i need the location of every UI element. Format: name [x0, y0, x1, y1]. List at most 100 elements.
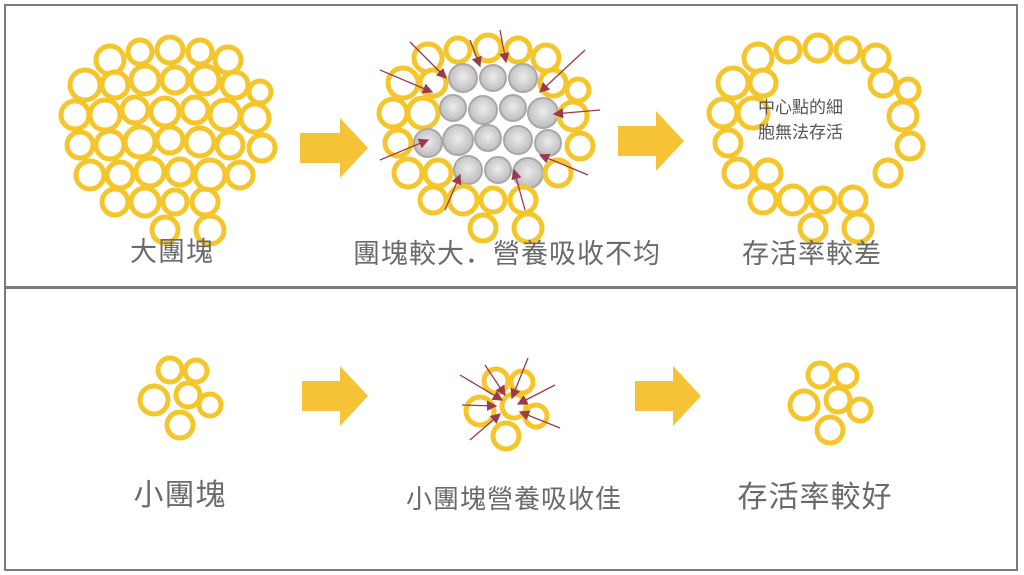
cell	[833, 35, 863, 65]
cell	[537, 67, 569, 99]
cell	[886, 99, 920, 133]
caption-good-absorption: 小團塊營養吸收佳	[405, 485, 623, 515]
nutrient-arrow	[510, 357, 529, 400]
nutrient-arrow	[379, 138, 430, 161]
cell	[478, 185, 508, 215]
cell	[154, 124, 186, 156]
cell	[238, 101, 272, 135]
cell	[773, 35, 803, 65]
cell	[160, 187, 190, 217]
cell	[542, 157, 574, 189]
nutrient-arrow	[461, 400, 498, 411]
cell	[860, 42, 892, 74]
cell	[122, 124, 158, 160]
dead-cell	[508, 63, 538, 93]
cell	[58, 98, 92, 132]
cell	[148, 95, 182, 129]
cell	[511, 211, 545, 245]
nutrient-arrow	[459, 374, 504, 401]
dead-cell	[527, 97, 559, 129]
nutrient-arrow	[469, 39, 482, 68]
nutrient-arrow	[518, 410, 561, 429]
nutrient-arrow	[516, 384, 556, 405]
cell	[846, 396, 874, 424]
caption-uneven-absorption: 團塊較大．營養吸收不均	[353, 239, 661, 270]
cell	[872, 157, 904, 189]
cell	[814, 414, 846, 446]
cell	[155, 355, 185, 385]
cell	[787, 388, 821, 422]
cell	[119, 94, 151, 126]
small-cell-cluster-survived	[787, 360, 874, 446]
nutrient-arrow	[539, 49, 586, 93]
cell	[507, 184, 539, 216]
nutrient-arrow	[484, 364, 506, 397]
cell	[214, 129, 246, 161]
cell	[747, 67, 779, 99]
cell	[411, 41, 445, 75]
cell	[193, 213, 227, 247]
cell	[837, 184, 869, 216]
cell	[159, 64, 191, 96]
cell	[219, 69, 251, 101]
cell	[246, 132, 278, 164]
cell	[805, 360, 835, 390]
cell	[712, 127, 744, 159]
cell	[185, 37, 215, 67]
cell	[823, 385, 853, 415]
cell	[467, 212, 499, 244]
cell	[490, 420, 522, 452]
large-cell-cluster	[58, 34, 278, 247]
cell	[802, 32, 834, 64]
note-line-2: 胞無法存活	[758, 123, 843, 143]
cell	[776, 183, 810, 217]
cell	[189, 186, 221, 218]
cell	[224, 159, 256, 191]
dead-cell	[474, 124, 502, 152]
cell	[564, 76, 592, 104]
cell	[99, 186, 131, 218]
cell	[179, 94, 211, 126]
cell	[385, 65, 421, 101]
cell	[99, 69, 131, 101]
process-arrow-bottom-1	[302, 366, 368, 426]
nutrient-arrow	[538, 153, 589, 176]
cell	[499, 391, 529, 421]
cell	[125, 37, 155, 67]
dead-cell	[442, 124, 474, 156]
cell	[104, 159, 136, 191]
cell	[164, 156, 196, 188]
cell	[405, 95, 441, 131]
cell	[137, 383, 171, 417]
cell	[212, 44, 244, 76]
cell	[894, 76, 922, 104]
cell	[503, 35, 533, 65]
cell	[93, 128, 127, 162]
dead-cell	[413, 128, 443, 158]
cell	[67, 67, 103, 103]
cell	[463, 394, 497, 428]
cell	[154, 34, 186, 66]
dead-cell	[503, 125, 533, 155]
cell	[832, 362, 860, 390]
cell	[246, 78, 274, 106]
nutrient-arrow	[409, 41, 447, 79]
nutrient-arrow	[444, 173, 462, 211]
cell	[87, 97, 123, 133]
cell	[196, 391, 224, 419]
cell	[128, 63, 162, 97]
cell	[747, 184, 779, 216]
caption-higher-survival: 存活率較好	[737, 480, 893, 515]
cell	[443, 35, 473, 65]
cell	[192, 157, 228, 193]
process-arrow-top-2	[618, 111, 684, 171]
cell	[472, 32, 504, 64]
small-cell-cluster	[137, 355, 224, 441]
cell	[706, 96, 740, 130]
dead-cell	[479, 64, 507, 92]
cell	[149, 214, 181, 246]
cell	[183, 125, 217, 159]
cell	[867, 67, 899, 99]
cell	[741, 41, 775, 75]
